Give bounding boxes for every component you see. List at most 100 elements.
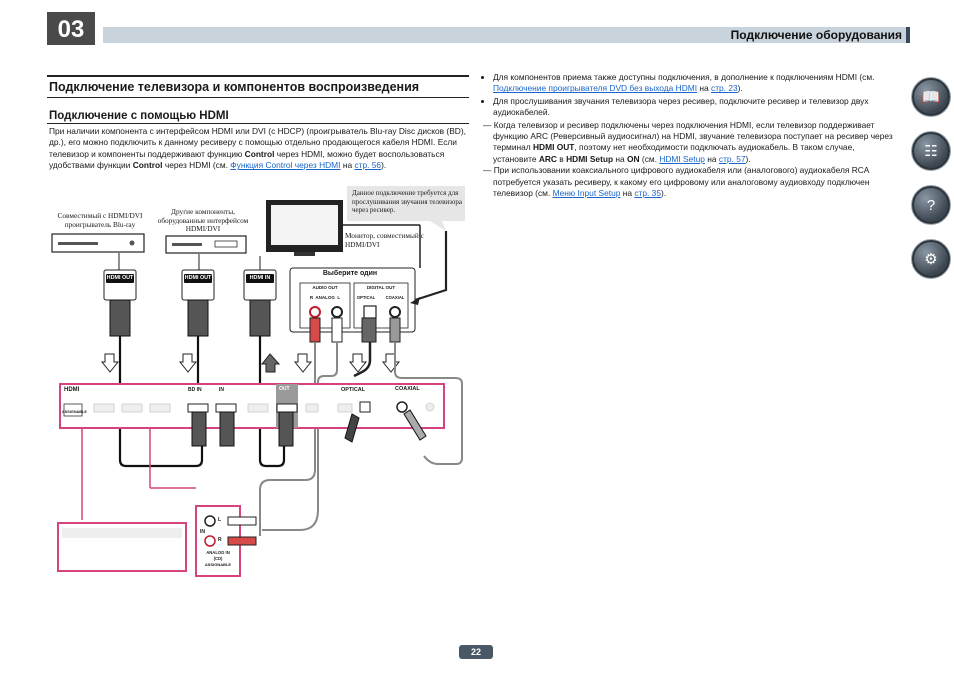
tv-screen (271, 205, 338, 245)
cable-red-rca (259, 342, 316, 536)
optical-plug (361, 317, 377, 343)
hdmi-port-out (276, 403, 298, 413)
tv-optical-jack (363, 305, 377, 319)
settings-icon[interactable]: ⚙ (912, 240, 950, 278)
note-arrow-line (414, 231, 448, 302)
link-hdmi-setup[interactable]: HDMI Setup (659, 153, 705, 164)
cable-white-rca (262, 342, 338, 531)
bullet-1-end: ). (737, 83, 743, 94)
link-input-setup[interactable]: Меню Input Setup (552, 188, 621, 199)
bluray-button (129, 240, 135, 246)
intro-text-5: ). (381, 160, 387, 171)
header-bar (103, 27, 910, 43)
dash-1-bold-hdmi-out: HDMI OUT (533, 142, 575, 153)
digital-group (353, 282, 409, 329)
bullet-2: Для прослушивания звучания телевизора че… (493, 96, 893, 119)
cable-tv-hdmi (258, 336, 286, 468)
analog-cd-label: (CD) (213, 556, 223, 561)
rx-assignable-label: ASSIGNABLE (62, 410, 87, 414)
optical-ghost-port (305, 403, 319, 413)
coax-in-port (396, 401, 408, 413)
optical-out-label: OPTICAL (356, 295, 376, 300)
other-hdmi-plug (187, 299, 209, 337)
link-control-hdmi[interactable]: Функция Control через HDMI (230, 160, 341, 171)
section-rule-bottom (47, 97, 469, 98)
white-rca-plug (331, 317, 343, 343)
rx-optical-label: OPTICAL (341, 387, 366, 393)
arrow-down-1 (100, 353, 120, 373)
choose-one-label: Выберите один (322, 270, 378, 277)
bluray-label: Совместимый с HDMI/DVI проигрыватель Blu… (57, 211, 143, 229)
rx-optical-plug (344, 413, 360, 443)
dash-1-text: — Когда телевизор и ресивер подключены ч… (483, 119, 893, 153)
rx-coax-plug (403, 409, 427, 441)
link-dvd-no-hdmi[interactable]: Подключение проигрывателя DVD без выхода… (493, 83, 698, 94)
dash-2-end: ). (660, 188, 667, 199)
tv-analog-r-jack (309, 306, 321, 318)
coax-plug (389, 317, 401, 343)
dash-1-text-5: (см. (639, 153, 660, 164)
tv-analog-l-jack (331, 306, 343, 318)
analog-r-plug (227, 536, 257, 546)
assignable-box (63, 403, 83, 417)
hdmi-port-ghost-1 (93, 403, 115, 413)
remote-icon[interactable]: ☷ (912, 132, 950, 170)
analog-in-r-jack (204, 535, 216, 547)
bluray-hdmi-plug (109, 299, 131, 337)
other-component (165, 235, 247, 254)
arrow-down-2 (178, 353, 198, 373)
dash-item-2: — При использовании коаксиального цифров… (483, 165, 893, 199)
link-page-23[interactable]: стр. 23 (711, 83, 738, 94)
note-pointer (430, 221, 446, 231)
note-box (347, 186, 465, 221)
bottom-panel-strip (62, 528, 182, 538)
other-slot (172, 243, 202, 246)
bluray-slot (58, 242, 98, 245)
note-text: Данное подключение требуется для прослуш… (352, 189, 463, 215)
optical-in-port (359, 401, 371, 413)
monitor-label: Монитор, совместимый с HDMI/DVI (345, 231, 424, 249)
other-display (214, 240, 238, 248)
audio-out-label: AUDIO OUT (312, 285, 338, 290)
rx-in-label: IN (219, 387, 224, 393)
intro-text-2: через HDMI, можно будет воспользоваться … (49, 148, 445, 171)
dash-2-text: — При использовании коаксиального цифров… (483, 165, 870, 199)
rx-hdmi-plug-3 (278, 411, 294, 447)
subsection-rule (47, 123, 469, 124)
rx-hdmi-label: HDMI (64, 387, 80, 393)
rx-out-label: OUT (279, 386, 290, 392)
link-page-57[interactable]: стр. 57 (718, 153, 746, 164)
hdmi-port-in (215, 403, 237, 413)
digital-out-label: DIGITAL OUT (366, 285, 396, 290)
tv-hdmi-plug (249, 299, 271, 337)
dash-2-text-2: на (620, 188, 635, 199)
help-icon[interactable]: ? (912, 186, 950, 224)
cable-coaxial (394, 342, 463, 465)
chapter-number: 03 (47, 12, 95, 45)
right-column: Для компонентов приема также доступны по… (483, 72, 893, 199)
hdmi-out-label-2: HDMI OUT (184, 274, 212, 283)
arrow-down-5 (381, 353, 401, 373)
dash-1-text-6: на (704, 153, 719, 164)
link-page-56[interactable]: стр. 56 (354, 160, 382, 171)
arrow-down-3 (293, 353, 313, 373)
red-rca-plug (309, 317, 321, 343)
intro-text-4: на (340, 160, 355, 171)
hdmi-port-ghost-4 (247, 403, 269, 413)
analog-r-label: R (218, 537, 222, 543)
intro-text-1: При наличии компонента с интерфейсом HDM… (49, 126, 466, 159)
header-title: Подключение оборудования (730, 28, 902, 42)
link-page-35[interactable]: стр. 35 (634, 188, 661, 199)
hdmi-in-label: HDMI IN (246, 274, 274, 283)
coax-ghost-port (425, 402, 435, 412)
tv-stand (294, 252, 315, 256)
intro-bold-1: Control (244, 148, 275, 159)
intro-text-3: через HDMI (см. (162, 160, 231, 171)
hdmi-port-bd-in (187, 403, 209, 413)
analog-in-title: ANALOG IN (206, 550, 230, 555)
book-icon[interactable]: 📖 (912, 78, 950, 116)
cable-bluray (118, 336, 204, 468)
other-component-label: Другие компоненты, оборудованные интерфе… (157, 207, 249, 234)
